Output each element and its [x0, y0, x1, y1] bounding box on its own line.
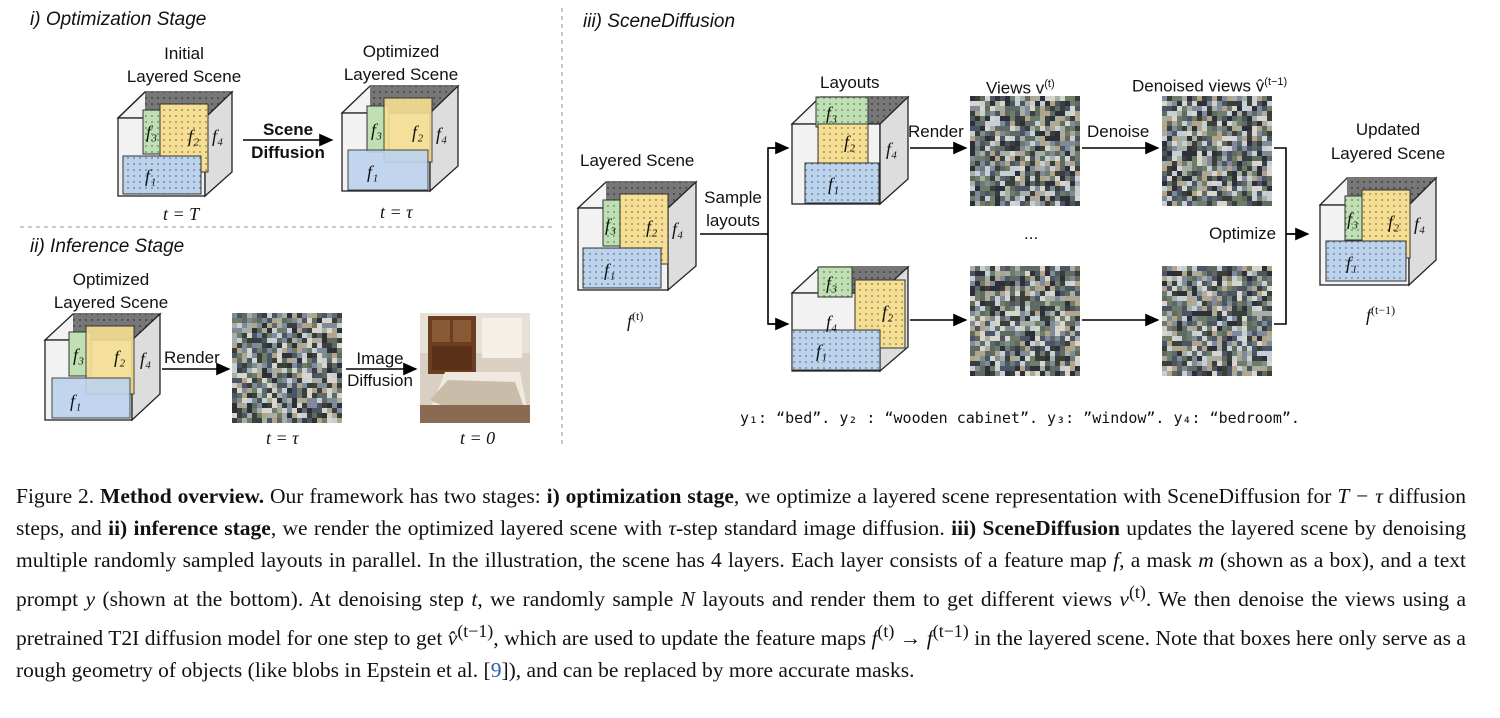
layer-label-f4-b: f₄ — [436, 124, 448, 144]
optimize-label: Optimize — [1209, 224, 1277, 243]
layer-label-f3-d: f₃ — [605, 215, 617, 235]
layer-label-f1-a: f₁ — [145, 166, 157, 186]
denoise-label: Denoise — [1087, 122, 1150, 141]
caption-title: Method overview. — [100, 484, 265, 508]
layer-label-f3-a: f₃ — [146, 122, 158, 142]
figure-number: Figure 2. — [16, 484, 95, 508]
layer-label-f3-c: f₃ — [73, 345, 85, 365]
inference-scene-label-l2: Layered Scene — [53, 293, 169, 312]
layer-label-f1-c: f₁ — [70, 391, 82, 411]
layer-label-f3-b: f₃ — [371, 120, 383, 140]
stage2-title: ii) Inference Stage — [30, 236, 185, 257]
image-diffusion-l2: Diffusion — [347, 371, 413, 390]
cube-layered-scene-input — [576, 180, 698, 292]
updated-scene-l1: Updated — [1355, 120, 1421, 139]
scene-diffusion-label-l1: Scene — [262, 120, 314, 139]
image-diffusion-l1: Image — [356, 349, 404, 368]
cube-inference-scene — [43, 312, 162, 422]
inference-scene-label-l1: Optimized — [72, 270, 150, 289]
stage3-title: iii) SceneDiffusion — [583, 11, 736, 32]
stage1-title: i) Optimization Stage — [30, 9, 207, 30]
layered-scene-label: Layered Scene — [580, 151, 695, 170]
layer-label-f4-c: f₄ — [140, 349, 152, 369]
layer-label-f2-c: f₂ — [114, 347, 126, 367]
f-t-minus-1-label: f(t−1) — [1366, 303, 1396, 325]
initial-label-l2: Layered Scene — [126, 67, 242, 86]
layer-label-f1-d: f₁ — [604, 260, 616, 280]
time-label-T: t = T — [163, 204, 200, 224]
layer-label-f1-e: f₁ — [828, 174, 840, 194]
cube-layout-bottom — [790, 265, 910, 373]
layer-label-f3-g: f₃ — [1347, 209, 1359, 229]
sample-layouts-l1: Sample — [704, 188, 762, 207]
time-label-tau: t = τ — [380, 202, 413, 222]
render-label-stage3: Render — [908, 122, 964, 141]
layer-label-f1-g: f₁ — [1346, 253, 1358, 273]
views-label: Views v(t) — [986, 78, 1055, 98]
cube-layout-top — [790, 95, 910, 206]
layer-label-f3-e: f₃ — [826, 103, 838, 123]
citation-link[interactable]: 9 — [490, 658, 502, 683]
layouts-label: Layouts — [820, 73, 880, 92]
layer-label-f2-d: f₂ — [646, 217, 658, 237]
layer-label-f2-a: f₂ — [188, 126, 200, 146]
initial-label-l1: Initial — [164, 44, 204, 63]
cube-optimized-scene — [340, 84, 460, 193]
time-label-zero: t = 0 — [460, 428, 496, 448]
ellipsis: ... — [1024, 224, 1039, 243]
layer-label-f1-f: f₁ — [816, 341, 828, 361]
text-prompts: y₁: “bed”. y₂ : “wooden cabinet”. y₃: ”w… — [740, 409, 1300, 427]
denoised-views-label: Denoised views v̂(t−1) — [1132, 76, 1288, 96]
sample-layouts-l2: layouts — [706, 211, 760, 230]
time-label-tau-2: t = τ — [266, 428, 299, 448]
arrow-optimize-merge — [1274, 147, 1305, 325]
f-t-label: f(t) — [627, 309, 644, 331]
scene-diffusion-label-l2: Diffusion — [251, 143, 325, 162]
cube-updated-scene — [1318, 176, 1438, 287]
optimized-label-l2: Layered Scene — [343, 65, 459, 84]
layer-label-f4-g: f₄ — [1414, 214, 1426, 234]
layer-label-f2-e: f₂ — [844, 132, 856, 152]
arrow-sample-branch — [700, 147, 788, 325]
updated-scene-l2: Layered Scene — [1330, 144, 1446, 163]
layer-label-f3-f: f₃ — [826, 273, 838, 293]
layer-label-f4-f: f₄ — [826, 312, 838, 332]
method-overview-figure — [20, 8, 1438, 445]
figure-caption: Figure 2. Method overview. Our framework… — [16, 484, 1467, 683]
optimized-label-l1: Optimized — [362, 42, 440, 61]
layer-label-f4-e: f₄ — [886, 139, 898, 159]
render-label-stage2: Render — [164, 348, 220, 367]
layer-label-f4-a: f₄ — [212, 126, 224, 146]
bedroom-result-image — [420, 313, 530, 423]
layer-label-f4-d: f₄ — [672, 219, 684, 239]
layer-label-f2-f: f₂ — [882, 302, 894, 322]
cube-initial-scene — [116, 90, 234, 198]
layer-label-f1-b: f₁ — [367, 162, 379, 182]
layer-label-f2-b: f₂ — [412, 122, 424, 142]
layer-label-f2-g: f₂ — [1388, 212, 1400, 232]
